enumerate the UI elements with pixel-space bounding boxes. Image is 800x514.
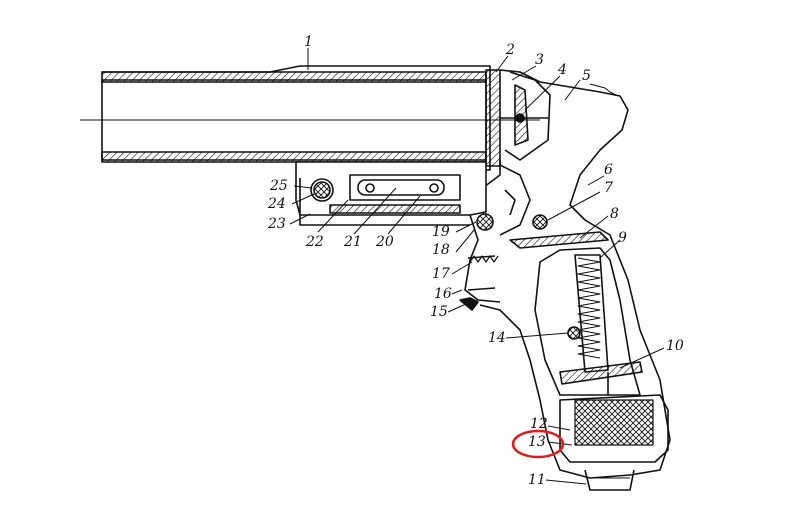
label-20: 20 (375, 234, 394, 250)
label-18: 18 (432, 242, 450, 258)
label-17: 17 (432, 266, 450, 282)
label-22: 22 (305, 234, 324, 250)
part-labels: 1 2 3 4 5 6 7 8 9 10 11 12 13 14 15 16 1… (267, 34, 684, 488)
pistol-drawing: 1 2 3 4 5 6 7 8 9 10 11 12 13 14 15 16 1… (80, 34, 684, 491)
label-2: 2 (505, 42, 515, 58)
label-19: 19 (432, 224, 450, 240)
grip (534, 247, 669, 491)
label-7: 7 (604, 180, 613, 196)
hammer-mechanism (459, 71, 609, 311)
label-14: 14 (488, 330, 506, 346)
label-13: 13 (528, 434, 546, 450)
label-25: 25 (269, 178, 288, 194)
label-6: 6 (604, 162, 613, 178)
frame (295, 65, 671, 479)
label-11: 11 (528, 472, 546, 488)
label-4: 4 (557, 62, 567, 78)
label-9: 9 (618, 230, 627, 246)
label-15: 15 (430, 304, 448, 320)
label-10: 10 (666, 338, 684, 354)
label-5: 5 (582, 68, 591, 84)
label-24: 24 (267, 196, 286, 212)
label-16: 16 (434, 286, 452, 302)
label-8: 8 (610, 206, 619, 222)
barrel (80, 65, 540, 163)
label-21: 21 (343, 234, 362, 250)
label-12: 12 (530, 416, 548, 432)
label-23: 23 (267, 216, 286, 232)
highlight-ring (511, 429, 565, 459)
label-1: 1 (304, 34, 313, 50)
label-3: 3 (535, 52, 544, 68)
leader-lines (289, 48, 665, 485)
